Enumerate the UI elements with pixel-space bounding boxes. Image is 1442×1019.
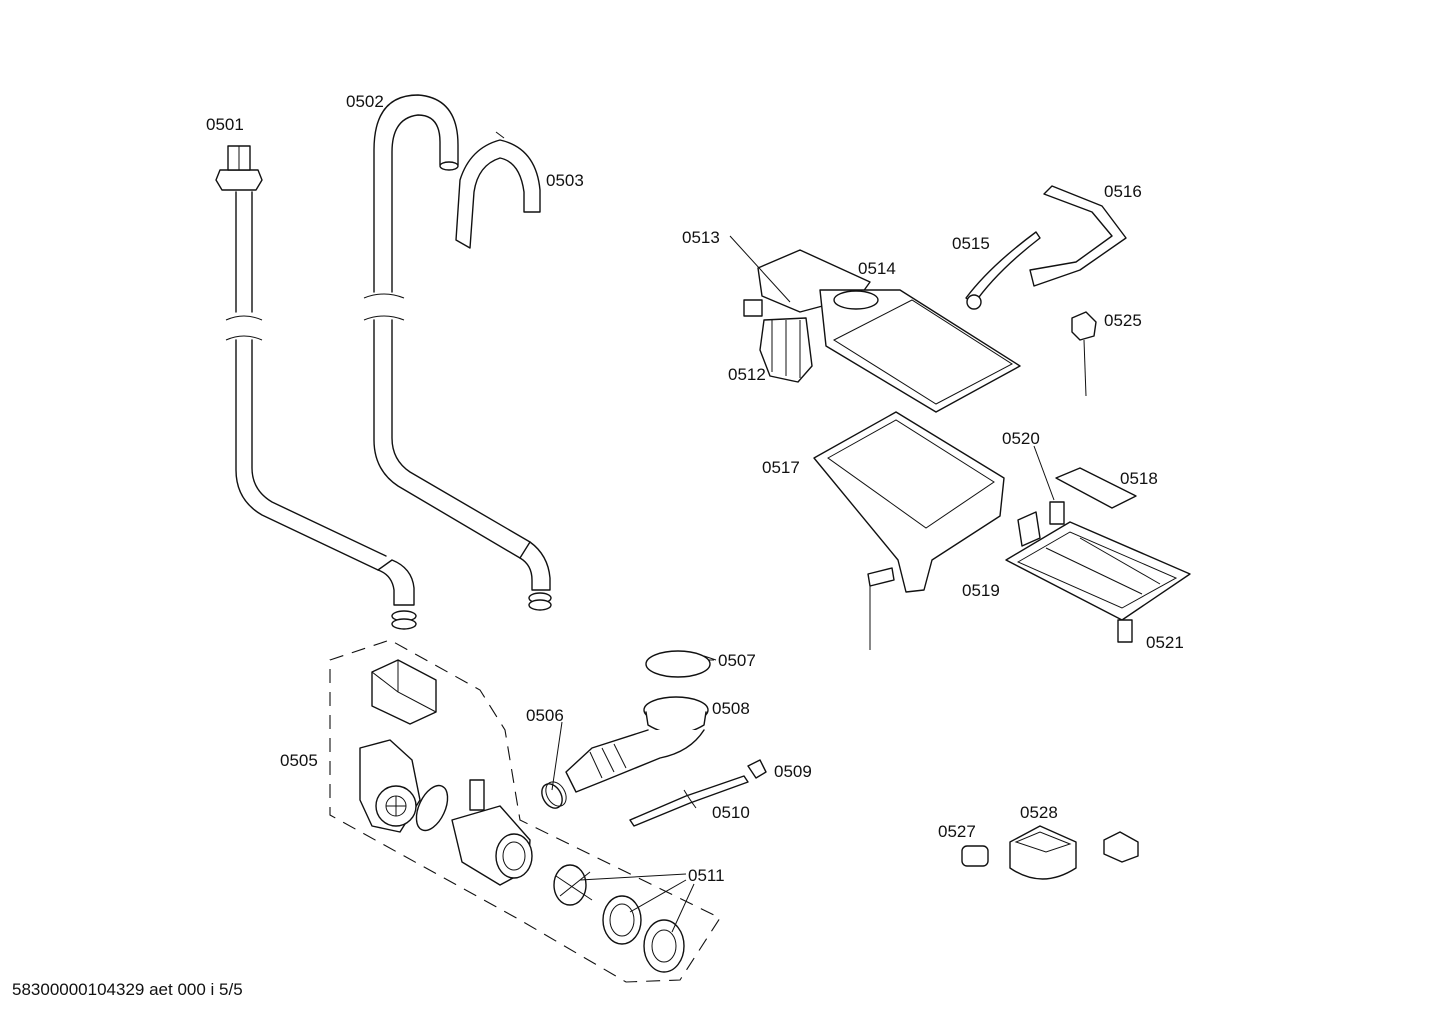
label-0503: 0503 bbox=[546, 171, 584, 190]
label-0519: 0519 bbox=[962, 581, 1000, 600]
detergent-drawer-0521 bbox=[1005, 521, 1191, 643]
siphon-0520 bbox=[1049, 501, 1065, 525]
leader-lines bbox=[551, 235, 1055, 933]
label-0513: 0513 bbox=[682, 228, 720, 247]
label-0511: 0511 bbox=[688, 866, 725, 885]
label-0528: 0528 bbox=[1020, 803, 1058, 822]
label-0510: 0510 bbox=[712, 803, 750, 822]
clamp-ring-0507 bbox=[645, 650, 717, 678]
part-labels: 0501 0502 0503 0505 0506 0507 0508 0509 … bbox=[206, 92, 1184, 885]
label-0514: 0514 bbox=[858, 259, 896, 278]
label-0525: 0525 bbox=[1104, 311, 1142, 330]
label-0506: 0506 bbox=[526, 706, 564, 725]
pad-0528b bbox=[1103, 831, 1139, 863]
inlet-hose-0501 bbox=[215, 145, 417, 630]
sensor-0525 bbox=[1071, 311, 1097, 397]
hose-0516 bbox=[1029, 185, 1127, 287]
dispenser-housing-0517 bbox=[813, 411, 1005, 650]
label-0505: 0505 bbox=[280, 751, 318, 770]
drain-hose-0502 bbox=[363, 94, 552, 611]
label-0518: 0518 bbox=[1120, 469, 1158, 488]
hose-clip-0509 bbox=[747, 759, 767, 779]
label-0502: 0502 bbox=[346, 92, 384, 111]
label-0516: 0516 bbox=[1104, 182, 1142, 201]
document-id-footer: 58300000104329 aet 000 i 5/5 bbox=[12, 980, 243, 999]
label-0515: 0515 bbox=[952, 234, 990, 253]
hose-bracket-0503 bbox=[455, 131, 541, 249]
label-0508: 0508 bbox=[712, 699, 750, 718]
label-0520: 0520 bbox=[1002, 429, 1040, 448]
label-0521: 0521 bbox=[1146, 633, 1184, 652]
label-0507: 0507 bbox=[718, 651, 756, 670]
label-0501: 0501 bbox=[206, 115, 244, 134]
label-0509: 0509 bbox=[774, 762, 812, 781]
dispenser-cover-0514 bbox=[819, 289, 1021, 413]
plug-0527 bbox=[961, 845, 989, 867]
sump-bellows-0508 bbox=[565, 696, 709, 793]
hose-0515 bbox=[965, 231, 1041, 310]
drain-pump-group-0505 bbox=[329, 639, 721, 983]
siphon-0519 bbox=[1017, 511, 1041, 547]
label-0527: 0527 bbox=[938, 822, 976, 841]
cap-0528 bbox=[1009, 825, 1077, 880]
hose-clamp-0506 bbox=[541, 781, 567, 809]
lid-0518 bbox=[1055, 467, 1137, 509]
label-0512: 0512 bbox=[728, 365, 766, 384]
valve-assembly-0512 bbox=[743, 299, 813, 383]
vent-hose-0510 bbox=[629, 775, 749, 827]
label-0517: 0517 bbox=[762, 458, 800, 477]
